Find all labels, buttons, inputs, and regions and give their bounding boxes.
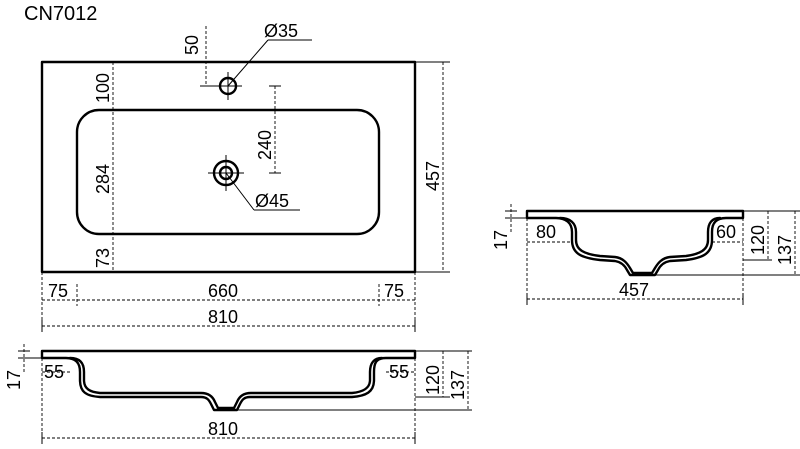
front-section-inner [68, 356, 384, 410]
side-depth-label: 457 [619, 280, 649, 300]
side-section: 17 80 60 120 137 457 [491, 204, 800, 305]
side-total-height-label: 137 [775, 235, 795, 265]
top-view: Ø35 Ø45 50 240 100 284 73 [40, 21, 450, 332]
front-section-profile [40, 349, 417, 412]
front-bowl-height-label: 120 [423, 365, 443, 395]
side-bowl-height-label: 120 [748, 225, 768, 255]
front-total-height-label: 137 [448, 370, 468, 400]
bowl-width-label: 660 [208, 281, 238, 301]
front-lip-label: 17 [4, 370, 24, 390]
front-right-rim-label: 55 [389, 362, 409, 382]
side-left-label: 75 [48, 281, 68, 301]
front-left-rim-label: 55 [44, 362, 64, 382]
side-front-rim-label: 60 [716, 222, 736, 242]
overall-width-label: 810 [208, 307, 238, 327]
side-back-rim-label: 80 [536, 222, 556, 242]
side-lip-label: 17 [491, 230, 511, 250]
margin-front-label: 73 [93, 248, 113, 268]
tap-hole-diameter-label: Ø35 [264, 21, 298, 41]
waste-hole [208, 155, 300, 211]
model-code: CN7012 [24, 3, 97, 25]
waste-diameter-label: Ø45 [255, 191, 289, 211]
front-width-label: 810 [208, 419, 238, 439]
overall-depth-label: 457 [423, 161, 443, 191]
front-section: 17 55 55 120 137 810 [4, 344, 472, 444]
margin-back-label: 100 [93, 73, 113, 103]
bowl-outline [75, 108, 381, 236]
side-section-inner [558, 216, 722, 275]
tap-offset-label: 50 [182, 35, 202, 55]
tap-to-waste-label: 240 [255, 130, 275, 160]
side-right-label: 75 [384, 281, 404, 301]
basin-outline [40, 60, 417, 274]
tap-hole [214, 39, 312, 100]
bowl-depth-label: 284 [93, 164, 113, 194]
